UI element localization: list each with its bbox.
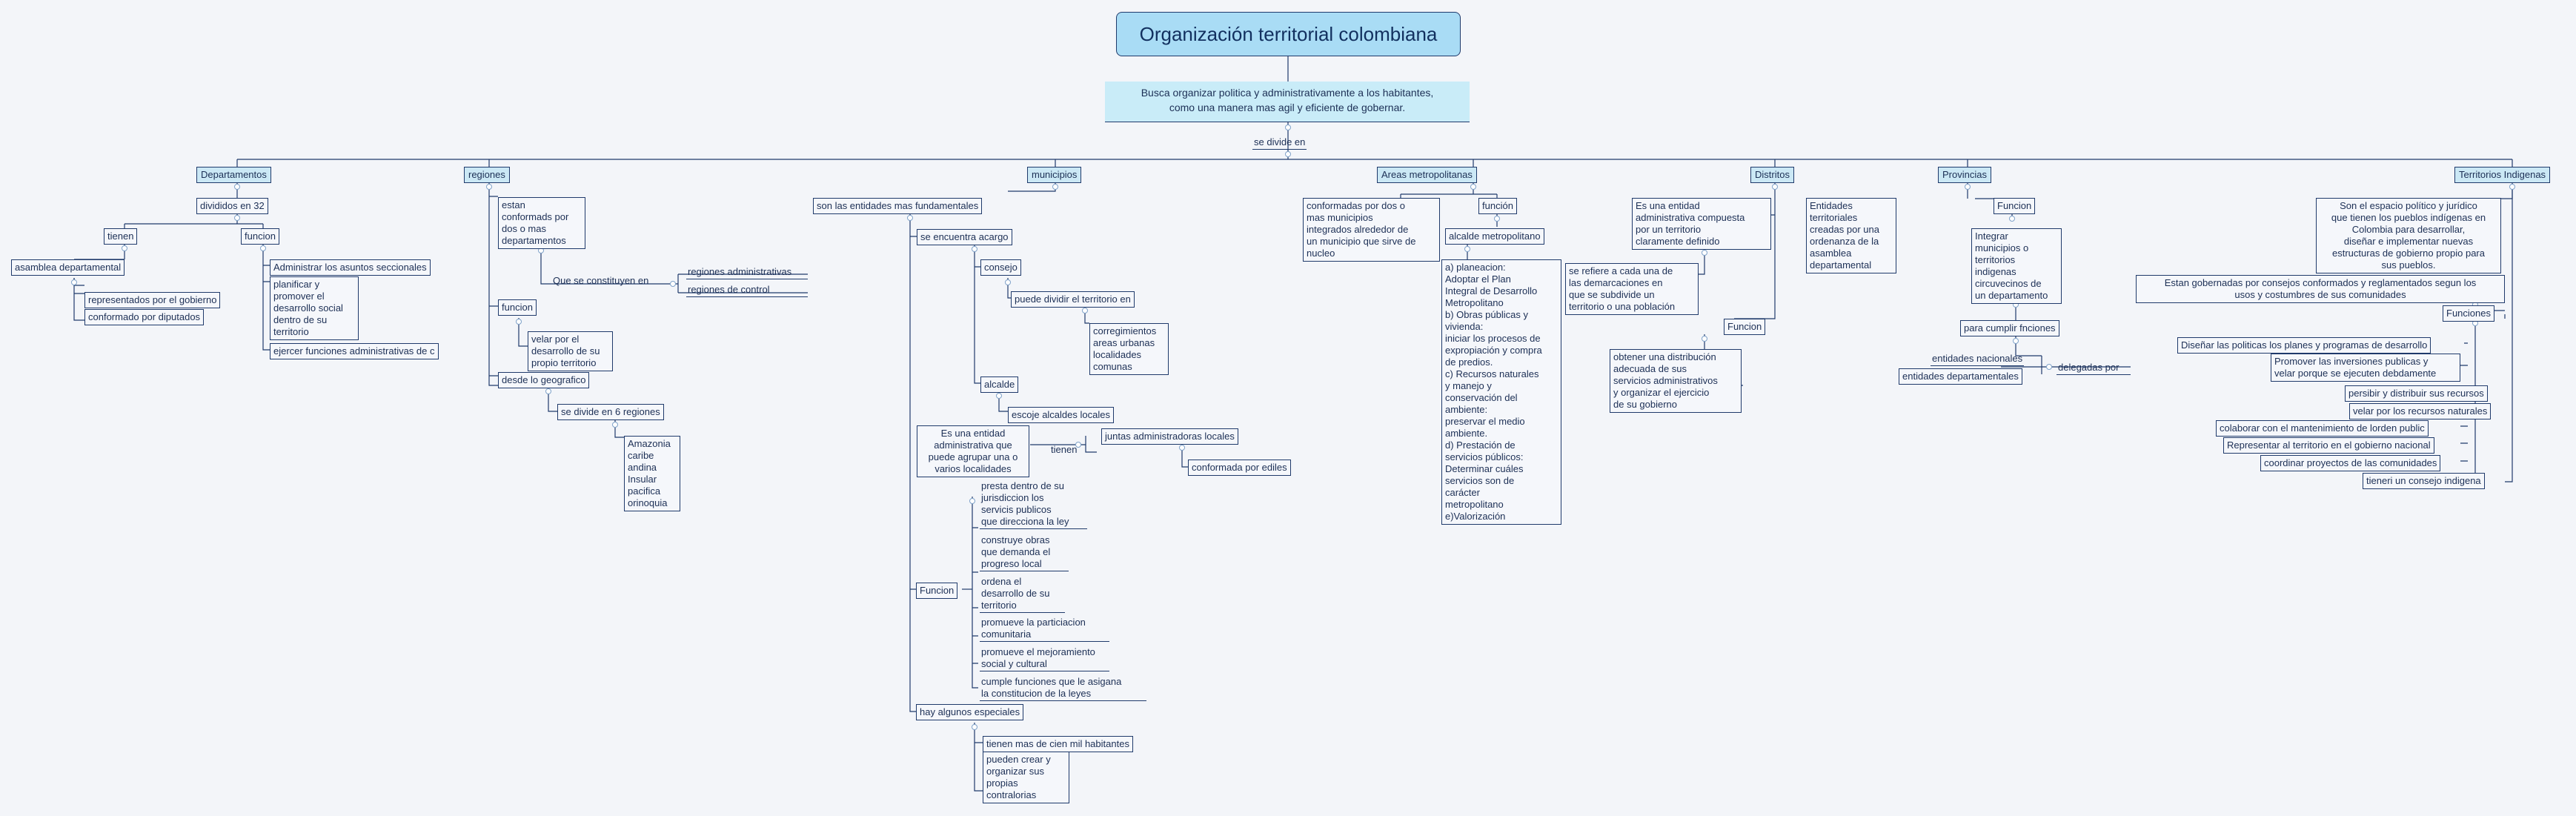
reg-geografico[interactable]: desde lo geografico <box>498 372 590 388</box>
mun-fn-5[interactable]: promueve el mejoramiento social y cultur… <box>980 646 1109 671</box>
node-areas-metropolitanas[interactable]: Areas metropolitanas <box>1377 167 1477 183</box>
map-title[interactable]: Organización territorial colombiana <box>1116 12 1461 56</box>
mun-fn-1[interactable]: presta dentro de su jurisdiccion los ser… <box>980 480 1087 529</box>
areas-conformadas[interactable]: conformadas por dos o mas municipios int… <box>1303 198 1440 262</box>
node-territorios-indigenas[interactable]: Territorios Indigenas <box>2454 167 2551 183</box>
mun-alcalde[interactable]: alcalde <box>980 377 1019 393</box>
reg-lista[interactable]: Amazonia caribe andina Insular pacifica … <box>624 436 680 511</box>
mun-escoje[interactable]: escoje alcaldes locales <box>1008 407 1114 423</box>
prov-integrar[interactable]: Integrar municipios o territorios indige… <box>1971 228 2062 304</box>
mun-tienen[interactable]: tienen <box>1051 444 1078 455</box>
mun-acargo[interactable]: se encuentra acargo <box>917 229 1012 245</box>
dep-representados[interactable]: representados por el gobierno <box>84 292 221 308</box>
dist-funcion[interactable]: Funcion <box>1724 319 1766 335</box>
ind-fi-2[interactable]: Promover las inversiones publicas y vela… <box>2271 354 2460 382</box>
dep-tienen[interactable]: tienen <box>104 228 138 245</box>
dep-funcion[interactable]: funcion <box>241 228 279 245</box>
ind-fi-7[interactable]: coordinar proyectos de las comunidades <box>2260 455 2441 471</box>
mun-fn-3[interactable]: ordena el desarrollo de su territorio <box>980 575 1065 613</box>
node-distritos[interactable]: Distritos <box>1750 167 1794 183</box>
mun-cien-mil[interactable]: tienen mas de cien mil habitantes <box>983 736 1133 752</box>
areas-funcion[interactable]: función <box>1478 198 1517 214</box>
dep-conformado[interactable]: conformado por diputados <box>84 309 205 325</box>
prov-nacionales[interactable]: entidades nacionales <box>1931 352 2025 366</box>
reg-funcion[interactable]: funcion <box>498 299 537 316</box>
dist-refiere[interactable]: se refiere a cada una de las demarcacion… <box>1565 263 1699 315</box>
dep-funcion-1[interactable]: Administrar los asuntos seccionales <box>270 259 431 276</box>
dep-funcion-3[interactable]: ejercer funciones administrativas de c <box>270 343 439 359</box>
ind-gobernadas[interactable]: Estan gobernadas por consejos conformado… <box>2136 275 2505 303</box>
node-regiones[interactable]: regiones <box>464 167 510 183</box>
prov-cumplir[interactable]: para cumplir fnciones <box>1960 320 2059 336</box>
areas-alcalde[interactable]: alcalde metropolitano <box>1445 228 1544 245</box>
reg-constituyen[interactable]: Que se constituyen en <box>553 275 649 286</box>
reg-control[interactable]: regiones de control <box>686 283 808 297</box>
prov-delegadas[interactable]: delegadas por <box>2057 361 2131 375</box>
prov-funcion[interactable]: Funcion <box>1994 198 2036 214</box>
mun-entidad[interactable]: Es una entidad administrativa que puede … <box>917 425 1029 477</box>
reg-seis[interactable]: se divide en 6 regiones <box>557 404 664 420</box>
reg-velar[interactable]: velar por el desarrollo de su propio ter… <box>528 331 613 371</box>
dep-funcion-2[interactable]: planificar y promover el desarrollo soci… <box>270 276 359 340</box>
mun-puede-dividir[interactable]: puede dividir el territorio en <box>1011 291 1135 308</box>
ind-consejo[interactable]: tieneri un consejo indigena <box>2363 473 2485 489</box>
ind-fi-4[interactable]: velar por los recursos naturales <box>2349 403 2492 419</box>
mun-conformada[interactable]: conformada por ediles <box>1188 460 1291 476</box>
ind-fi-1[interactable]: Diseñar las politicas los planes y progr… <box>2177 337 2431 354</box>
node-provincias[interactable]: Provincias <box>1938 167 1991 183</box>
mun-consejo[interactable]: consejo <box>980 259 1021 276</box>
ind-espacio[interactable]: Son el espacio político y jurídico que t… <box>2316 198 2501 273</box>
mun-juntas[interactable]: juntas administradoras locales <box>1101 428 1238 445</box>
dep-asamblea[interactable]: asamblea departamental <box>11 259 125 276</box>
mun-corregimientos[interactable]: corregimientos areas urbanas localidades… <box>1089 323 1169 375</box>
prov-entidades[interactable]: Entidades territoriales creadas por una … <box>1806 198 1896 273</box>
ind-fi-6[interactable]: Representar al territorio en el gobierno… <box>2223 437 2434 454</box>
mun-especiales[interactable]: hay algunos especiales <box>916 704 1024 720</box>
se-divide-en[interactable]: se divide en <box>1252 136 1307 150</box>
dep-divididos[interactable]: divididos en 32 <box>196 198 268 214</box>
ind-fi-3[interactable]: persibir y distribuir sus recursos <box>2345 385 2488 402</box>
mun-fundamentales[interactable]: son las entidades mas fundamentales <box>813 198 983 214</box>
prov-departamentales[interactable]: entidades departamentales <box>1899 368 2022 385</box>
central-summary[interactable]: Busca organizar politica y administrativ… <box>1105 82 1470 122</box>
mun-funcion[interactable]: Funcion <box>916 583 958 599</box>
areas-detalle[interactable]: a) planeacion: Adoptar el Plan Integral … <box>1441 259 1561 525</box>
mun-contralorias[interactable]: pueden crear y organizar sus propias con… <box>983 752 1069 803</box>
ind-funciones[interactable]: Funciones <box>2443 305 2494 322</box>
mun-fn-2[interactable]: construye obras que demanda el progreso … <box>980 534 1069 571</box>
reg-estan[interactable]: estan conformads por dos o mas departame… <box>498 197 585 249</box>
ind-fi-5[interactable]: colaborar con el mantenimiento de lorden… <box>2216 420 2429 437</box>
mun-fn-6[interactable]: cumple funciones que le asigana la const… <box>980 675 1146 701</box>
node-departamentos[interactable]: Departamentos <box>196 167 271 183</box>
dist-entidad[interactable]: Es una entidad administrativa compuesta … <box>1632 198 1771 250</box>
node-municipios[interactable]: municipios <box>1027 167 1082 183</box>
dist-obtener[interactable]: obtener una distribución adecuada de sus… <box>1610 349 1742 413</box>
mun-fn-4[interactable]: promueve la particiacion comunitaria <box>980 616 1109 642</box>
reg-administrativas[interactable]: regiones administrativas <box>686 265 808 279</box>
